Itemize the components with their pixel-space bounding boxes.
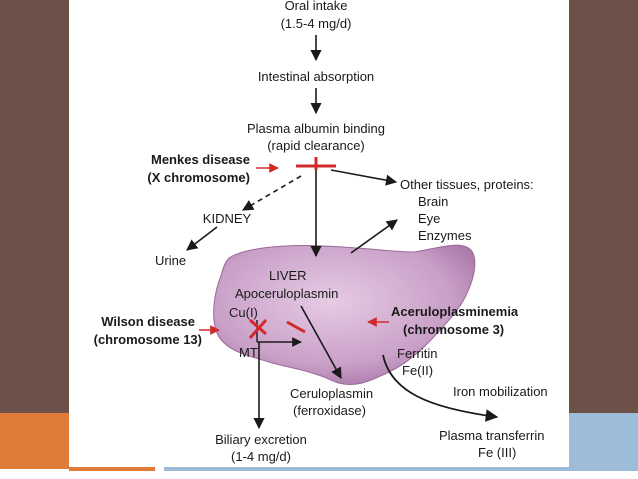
arrow-ferritin-to-transferrin — [382, 354, 499, 422]
oral-intake-amount: (1.5-4 mg/d) — [281, 16, 352, 31]
arrow-liver-to-tissues — [350, 219, 398, 254]
intestinal-absorption-label: Intestinal absorption — [258, 69, 374, 84]
arrow-to-kidney-dashed — [242, 175, 302, 211]
slide-orange-accent — [0, 413, 69, 469]
ferroxidase-label: (ferroxidase) — [293, 403, 366, 418]
rapid-clearance-label: (rapid clearance) — [267, 138, 365, 153]
menkes-disease-label: Menkes disease — [151, 152, 250, 167]
tissue-brain: Brain — [418, 194, 448, 209]
arrow-kidney-to-urine — [186, 226, 218, 251]
mt-label: MT — [239, 345, 258, 360]
tissue-enzymes: Enzymes — [418, 228, 472, 243]
iron-mobilization-label: Iron mobilization — [453, 384, 548, 399]
cu-i-label: Cu(I) — [229, 305, 258, 320]
ceruloplasmin-label: Ceruloplasmin — [290, 386, 373, 401]
arrow-to-ceruloplasmin — [300, 305, 342, 379]
plasma-transferrin-label: Plasma transferrin — [439, 428, 544, 443]
liver-label: LIVER — [269, 268, 307, 283]
arrow-to-other-tissues — [330, 169, 398, 186]
kidney-label: KIDNEY — [203, 211, 252, 226]
slide-blue-accent — [569, 413, 638, 469]
aceruloplasminemia-chromosome-label: (chromosome 3) — [403, 322, 504, 337]
aceruloplasminemia-label: Aceruloplasminemia — [391, 304, 519, 319]
aceruloplasminemia-block-mark — [286, 320, 306, 334]
biliary-amount-label: (1-4 mg/d) — [231, 449, 291, 464]
wilson-chromosome-label: (chromosome 13) — [94, 332, 202, 347]
slide-bottom-blue-line — [164, 467, 638, 471]
oral-intake-label: Oral intake — [285, 0, 348, 13]
other-tissues-label: Other tissues, proteins: — [400, 177, 534, 192]
apoceruloplasmin-label: Apoceruloplasmin — [235, 286, 338, 301]
plasma-albumin-label: Plasma albumin binding — [247, 121, 385, 136]
tissue-eye: Eye — [418, 211, 440, 226]
slide-right-panel — [569, 0, 638, 413]
menkes-chromosome-label: (X chromosome) — [147, 170, 250, 185]
fe-iii-label: Fe (III) — [478, 445, 516, 460]
urine-label: Urine — [155, 253, 186, 268]
ferritin-label: Ferritin — [397, 346, 437, 361]
biliary-excretion-label: Biliary excretion — [215, 432, 307, 447]
wilson-disease-label: Wilson disease — [101, 314, 195, 329]
wilson-block-mark — [248, 318, 268, 339]
slide-left-panel — [0, 0, 69, 413]
copper-metabolism-diagram: Oral intake (1.5-4 mg/d) Intestinal abso… — [94, 0, 548, 464]
slide-bottom-orange-line — [69, 467, 155, 471]
copper-metabolism-figure: Oral intake (1.5-4 mg/d) Intestinal abso… — [69, 0, 569, 467]
fe-ii-label: Fe(II) — [402, 363, 433, 378]
